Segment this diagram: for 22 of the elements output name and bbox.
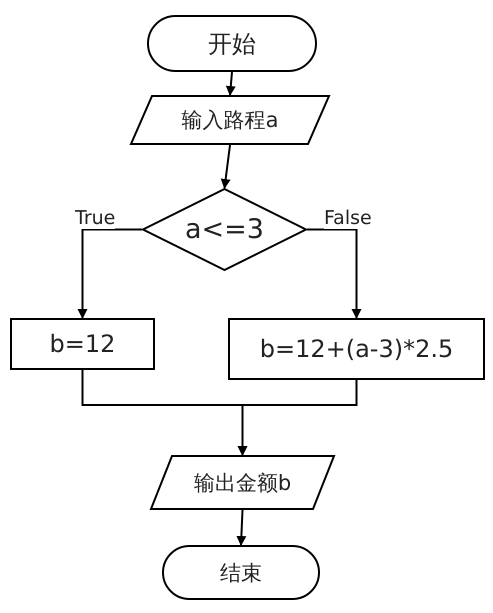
arrow bbox=[226, 72, 236, 96]
node-text: 输入路程a bbox=[182, 107, 278, 134]
node-text: 开始 bbox=[208, 28, 256, 60]
arrow bbox=[220, 144, 231, 189]
io-parallelogram bbox=[150, 455, 335, 510]
decision-diamond bbox=[142, 188, 307, 271]
arrow bbox=[238, 380, 358, 456]
node-text: a<=3 bbox=[185, 214, 264, 245]
terminal-shape bbox=[147, 15, 317, 72]
node-text: 结束 bbox=[220, 560, 262, 586]
arrow bbox=[236, 510, 246, 546]
edge-label: False bbox=[324, 208, 372, 229]
terminal-shape bbox=[162, 545, 320, 600]
arrow bbox=[307, 228, 362, 319]
io-parallelogram bbox=[130, 95, 330, 145]
node-text: b=12+(a-3)*2.5 bbox=[260, 335, 454, 363]
edge-label: True bbox=[75, 208, 116, 229]
arrow bbox=[78, 228, 142, 319]
process-box bbox=[228, 318, 485, 380]
node-text: 输出金额b bbox=[194, 470, 292, 496]
process-box bbox=[10, 318, 155, 370]
node-text: b=12 bbox=[50, 330, 116, 358]
